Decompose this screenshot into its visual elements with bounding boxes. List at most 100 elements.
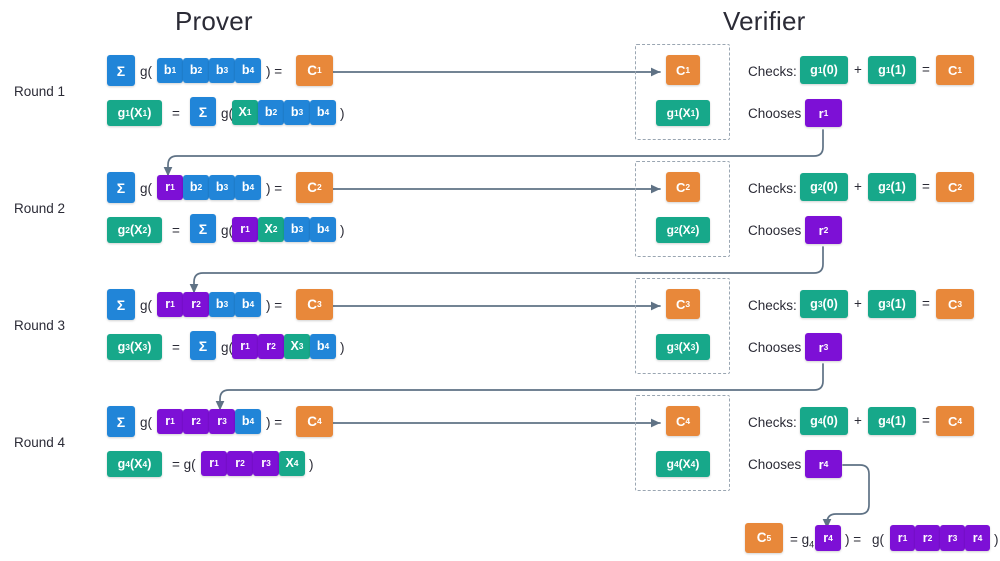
sigma-box-round-2[interactable]: Σ <box>107 172 135 203</box>
poly-equals-round-1: = <box>172 106 180 121</box>
chooses-label-round-4: Chooses <box>748 457 802 472</box>
poly-sigma-box-round-3[interactable]: Σ <box>190 331 216 360</box>
sigma-box-round-4[interactable]: Σ <box>107 406 135 437</box>
round-label-3: Round 3 <box>14 318 66 333</box>
final-fn-open: g( <box>872 532 885 547</box>
poly-equals-round-2: = <box>172 223 180 238</box>
plus-sign-round-1: + <box>854 62 862 77</box>
plus-sign-round-3: + <box>854 296 862 311</box>
round-label-4: Round 4 <box>14 435 66 450</box>
checks-label-round-2: Checks: <box>748 181 797 196</box>
g-open-paren-round-1: g( <box>140 64 153 79</box>
final-fn-close: ) <box>994 532 999 547</box>
poly-close-paren-round-1: ) <box>340 106 345 121</box>
sigma-box-round-1[interactable]: Σ <box>107 55 135 86</box>
poly-g-open-round-3: g( <box>221 340 234 355</box>
poly-sigma-box-round-1[interactable]: Σ <box>190 97 216 126</box>
poly-sigma-box-round-2[interactable]: Σ <box>190 214 216 243</box>
plus-sign-round-2: + <box>854 179 862 194</box>
challenge-wire-r3 <box>215 363 824 411</box>
round-label-1: Round 1 <box>14 84 66 99</box>
close-equals-round-4: ) = <box>266 415 283 430</box>
chooses-label-round-2: Chooses <box>748 223 802 238</box>
chooses-label-round-1: Chooses <box>748 106 802 121</box>
poly-g-open-round-2: g( <box>221 223 234 238</box>
plus-sign-round-4: + <box>854 413 862 428</box>
verifier-receive-box-4 <box>635 395 730 491</box>
sigma-box-round-3[interactable]: Σ <box>107 289 135 320</box>
